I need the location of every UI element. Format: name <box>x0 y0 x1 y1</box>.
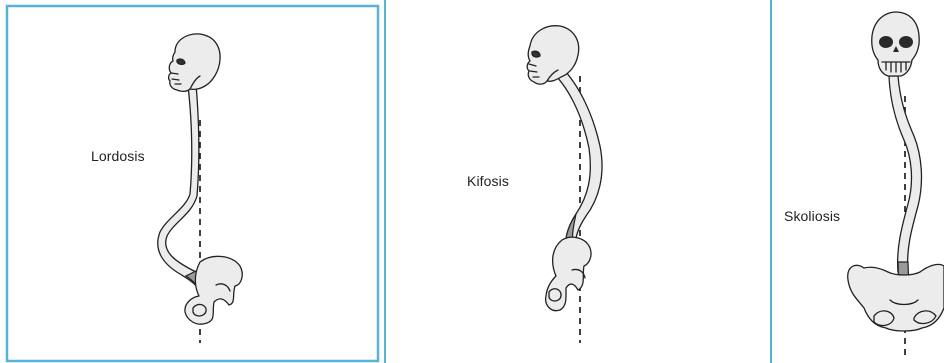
figure-label-lordosis: Lordosis <box>91 148 145 164</box>
figure-label-kifosis: Kifosis <box>467 173 509 189</box>
pelvis <box>185 256 242 324</box>
lordosis-panel: Lordosis <box>0 0 384 363</box>
skull <box>872 12 919 76</box>
figure-label-skoliosis: Skoliosis <box>784 208 840 224</box>
skoliosis-panel: Skoliosis <box>772 0 944 363</box>
pelvis <box>546 237 591 310</box>
pelvis <box>848 264 944 331</box>
skoliosis-illustration <box>772 0 944 363</box>
skull <box>527 26 578 84</box>
lordosis-illustration <box>0 0 384 363</box>
spine <box>550 64 602 254</box>
kifosis-panel: Kifosis <box>386 0 770 363</box>
skull <box>169 34 220 91</box>
kifosis-illustration <box>386 0 770 363</box>
